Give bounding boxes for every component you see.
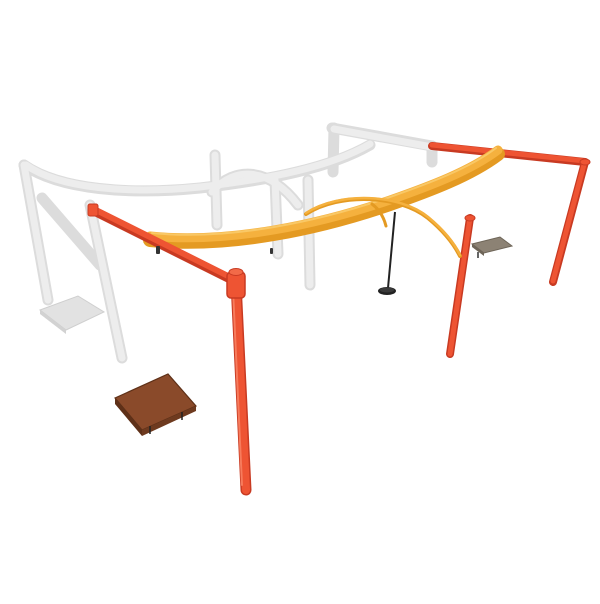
right-seat	[470, 236, 514, 258]
yellow-arch	[304, 196, 462, 258]
post-cap-back	[464, 158, 591, 222]
orange-frame-back	[428, 142, 589, 358]
ghost-seat	[38, 295, 106, 334]
yellow-beam	[143, 145, 505, 249]
orange-frame-front	[87, 205, 252, 496]
brown-seat	[114, 373, 197, 436]
front-post-joint	[87, 203, 246, 299]
rope-swing	[378, 211, 396, 295]
ghost-diag	[36, 192, 106, 271]
ghost-post-back	[327, 122, 340, 178]
hanger-clips	[156, 246, 273, 254]
